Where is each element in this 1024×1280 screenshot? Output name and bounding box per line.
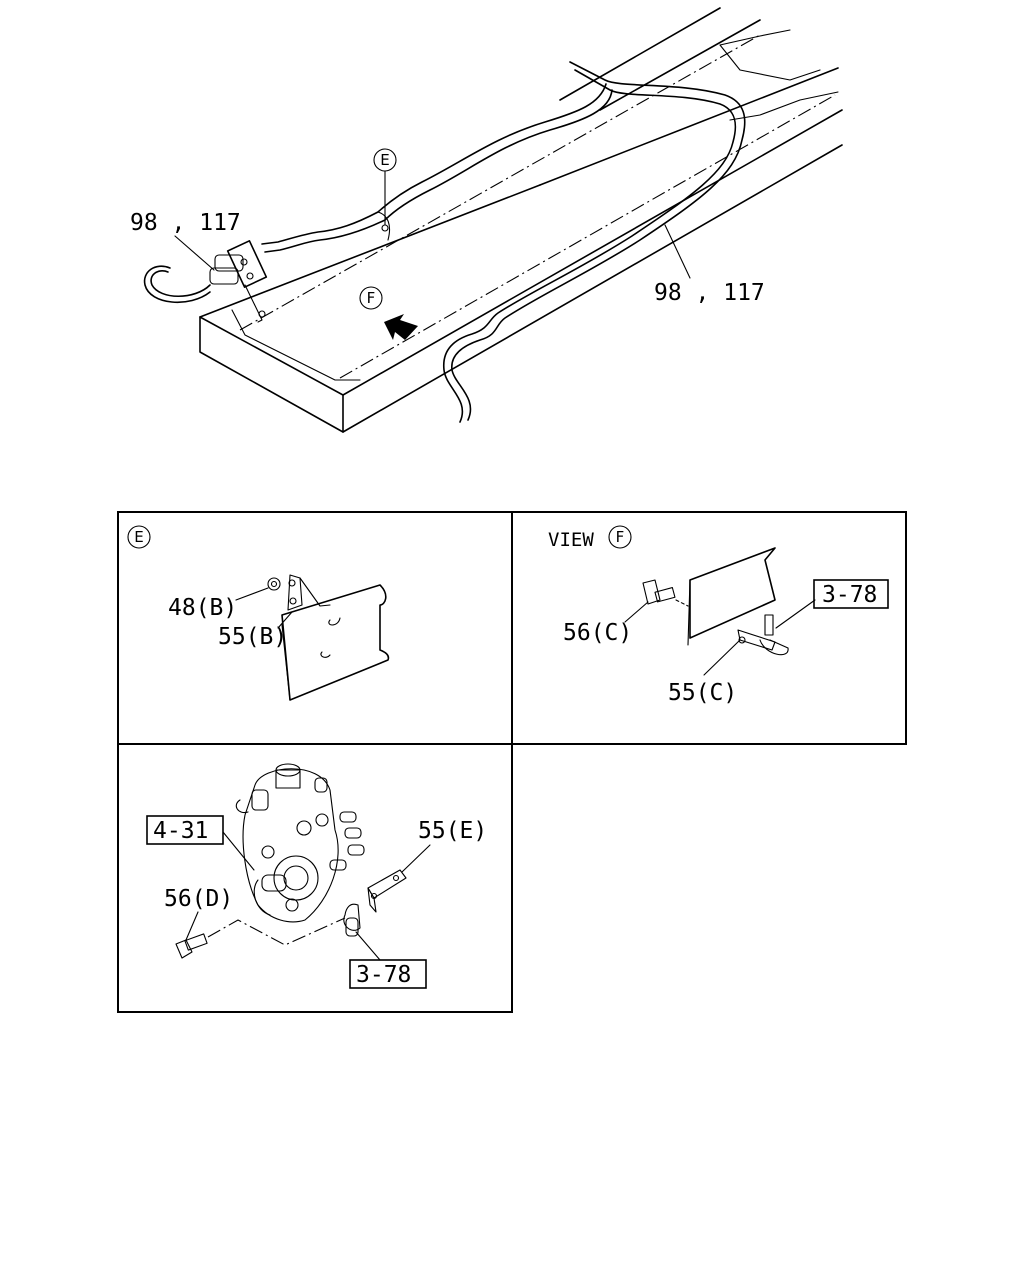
svg-text:F: F <box>367 289 376 307</box>
svg-text:E: E <box>380 151 389 169</box>
bolt-56c <box>642 579 689 607</box>
ref-3-78-pump: 3-78 <box>356 962 411 988</box>
part-55b: 55(B) <box>218 624 287 650</box>
part-55c: 55(C) <box>668 680 737 706</box>
bolt-56d <box>175 933 208 959</box>
view-direction-arrow <box>384 314 418 340</box>
main-view: E F 98 , 117 98 , 117 <box>130 7 843 433</box>
part-48b: 48(B) <box>168 595 237 621</box>
marker-e-main: E <box>373 148 397 232</box>
panel-e: E 48(B) 55(B) <box>127 525 390 701</box>
ref-4-31: 4-31 <box>153 818 208 844</box>
callout-right: 98 , 117 <box>654 280 765 306</box>
marker-f-main: F <box>359 286 418 340</box>
injection-pump <box>235 763 365 923</box>
view-f-title: VIEW <box>548 529 594 551</box>
part-56d: 56(D) <box>164 886 233 912</box>
callout-left: 98 , 117 <box>130 210 241 236</box>
svg-text:E: E <box>134 528 143 546</box>
part-55e: 55(E) <box>418 818 487 844</box>
fuel-pipes <box>261 61 746 423</box>
part-56c: 56(C) <box>563 620 632 646</box>
panel-view-f: VIEW F 56(C) 55(C) 3-78 <box>548 525 889 706</box>
panel-pump: 4-31 55(E) 56(D) 3-78 <box>146 763 487 989</box>
detail-grid <box>117 511 907 1013</box>
fuel-connector <box>143 240 268 323</box>
frame-rail <box>199 7 843 433</box>
ref-3-78-view-f: 3-78 <box>822 582 877 608</box>
svg-text:F: F <box>616 528 625 546</box>
